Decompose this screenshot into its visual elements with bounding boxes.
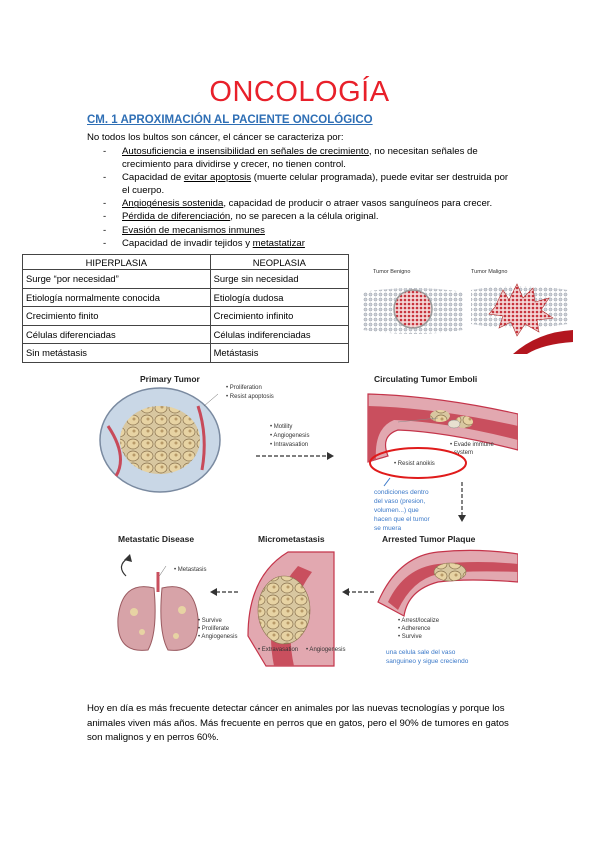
label-evade-immune: • Evade immune xyxy=(450,442,494,448)
label-metastasis: • Metastasis xyxy=(174,567,206,573)
label-adherence: • Adherence xyxy=(398,626,431,632)
primary-tumor-mass xyxy=(120,406,200,474)
metastasis-cascade-diagram: Primary Tumor • Proliferation • Resist a… xyxy=(99,374,518,667)
label-arrest: • Arrest/localize xyxy=(398,618,440,624)
label-extravasation: • Extravasation xyxy=(258,647,298,653)
blood-vessel xyxy=(513,330,573,354)
label-benign: Tumor Benigno xyxy=(373,269,410,275)
label-motility: • Motility xyxy=(270,424,292,430)
metastatic-disease-label: Metastatic Disease xyxy=(118,534,194,544)
arrested-label: Arrested Tumor Plaque xyxy=(382,534,476,544)
list-item: Angiogénesis sostenida, capacidad de pro… xyxy=(87,197,512,210)
section-heading: CM. 1 APROXIMACIÓN AL PACIENTE ONCOLÓGIC… xyxy=(87,114,373,126)
label-angiogenesis-3: • Angiogenesis xyxy=(306,647,345,653)
micrometastasis-label: Micrometastasis xyxy=(258,534,325,544)
note-cell-exits: una celula sale del vaso sanguineo y sig… xyxy=(386,649,469,665)
circulating-label: Circulating Tumor Emboli xyxy=(374,374,477,384)
label-angiogenesis-2: • Angiogenesis xyxy=(198,634,237,640)
list-item: Capacidad de evitar apoptosis (muerte ce… xyxy=(87,171,512,197)
intro-text: No todos los bultos son cáncer, el cánce… xyxy=(87,132,344,143)
label-malignant: Tumor Maligno xyxy=(471,269,507,275)
lung-left xyxy=(117,586,156,651)
label-intravasation: • Intravasation xyxy=(270,442,308,448)
table-row: Surge “por necesidad”Surge sin necesidad xyxy=(22,269,350,289)
label-evade-immune-2: system xyxy=(454,450,473,456)
list-item: Capacidad de invadir tejidos y metastati… xyxy=(87,237,512,250)
list-item: Pérdida de diferenciación, no se parecen… xyxy=(87,210,512,223)
label-proliferate: • Proliferate xyxy=(198,626,230,632)
table-header: NEOPLASIA xyxy=(209,254,350,270)
benign-tumor xyxy=(393,289,433,329)
label-angiogenesis: • Angiogenesis xyxy=(270,433,309,439)
anoikis-highlight-circle xyxy=(369,447,467,479)
list-item: Evasión de mecanismos inmunes xyxy=(87,224,512,237)
label-survive-2: • Survive xyxy=(398,634,422,640)
closing-paragraph: Hoy en día es más frecuente detectar cán… xyxy=(87,703,509,743)
malignant-tumor xyxy=(488,283,554,337)
label-proliferation: • Proliferation xyxy=(226,385,262,391)
comparison-table: HIPERPLASIA NEOPLASIA Surge “por necesid… xyxy=(22,254,350,363)
micrometastasis-mass xyxy=(257,575,311,645)
arrested-plaque xyxy=(433,562,467,582)
tumor-comparison-figure: Tumor Benigno Tumor Maligno xyxy=(363,269,573,354)
primary-tumor-label: Primary Tumor xyxy=(140,374,201,384)
table-header: HIPERPLASIA xyxy=(22,254,211,270)
label-resist-anoikis: • Resist anoikis xyxy=(394,461,435,467)
page-title: ONCOLOGÍA xyxy=(209,76,390,108)
lung-right xyxy=(160,586,199,651)
characteristics-list: Autosuficiencia e insensibilidad en seña… xyxy=(87,145,512,250)
list-item: Autosuficiencia e insensibilidad en seña… xyxy=(87,145,512,171)
label-resist-apoptosis: • Resist apoptosis xyxy=(226,394,274,400)
label-survive: • Survive xyxy=(198,618,222,624)
note-vessel-conditions: condiciones dentro del vaso (presion, vo… xyxy=(374,489,431,532)
